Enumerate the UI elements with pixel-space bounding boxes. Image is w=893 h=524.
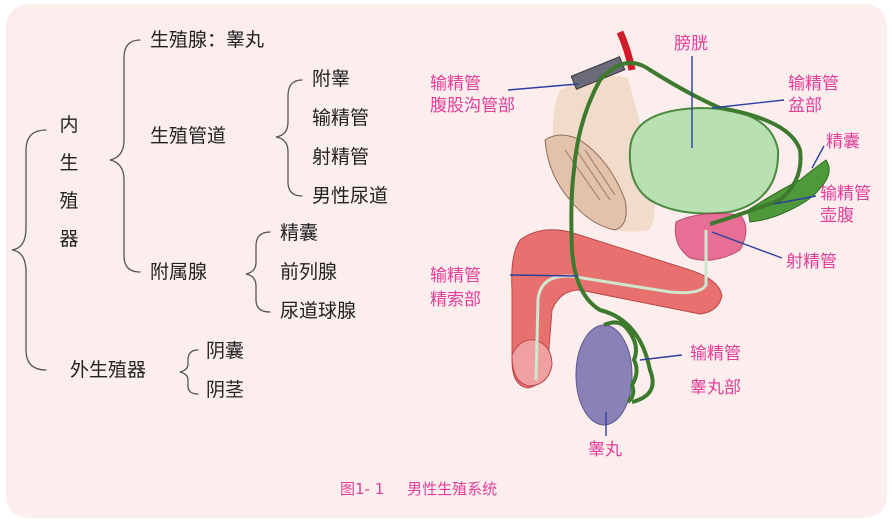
label-ejaculatory: 射精管 (786, 252, 837, 273)
glans (512, 340, 552, 386)
caption-number: 图1- 1 (340, 480, 384, 498)
label-inguinal-1: 输精管 (430, 74, 481, 95)
label-inguinal-2: 腹股沟管部 (430, 96, 515, 117)
prostate (675, 214, 746, 261)
testis-shape (576, 325, 632, 425)
label-funicular-2: 精索部 (430, 290, 481, 311)
bladder (630, 108, 778, 214)
leader-pelvic (712, 100, 784, 108)
label-testicular-1: 输精管 (690, 344, 741, 365)
label-testis: 睾丸 (588, 440, 622, 461)
label-ampulla-2: 壶腹 (820, 206, 854, 227)
figure-caption: 图1- 1 男性生殖系统 (340, 478, 515, 499)
label-testicular-2: 睾丸部 (690, 378, 741, 399)
caption-title: 男性生殖系统 (407, 480, 497, 498)
leader-funicular (510, 275, 578, 276)
label-pelvic-2: 盆部 (788, 96, 822, 117)
label-ampulla-1: 输精管 (820, 184, 871, 205)
label-seminal-vesicle: 精囊 (826, 132, 860, 153)
label-funicular-1: 输精管 (430, 266, 481, 287)
label-pelvic-1: 输精管 (788, 74, 839, 95)
label-bladder: 膀胱 (674, 34, 708, 55)
